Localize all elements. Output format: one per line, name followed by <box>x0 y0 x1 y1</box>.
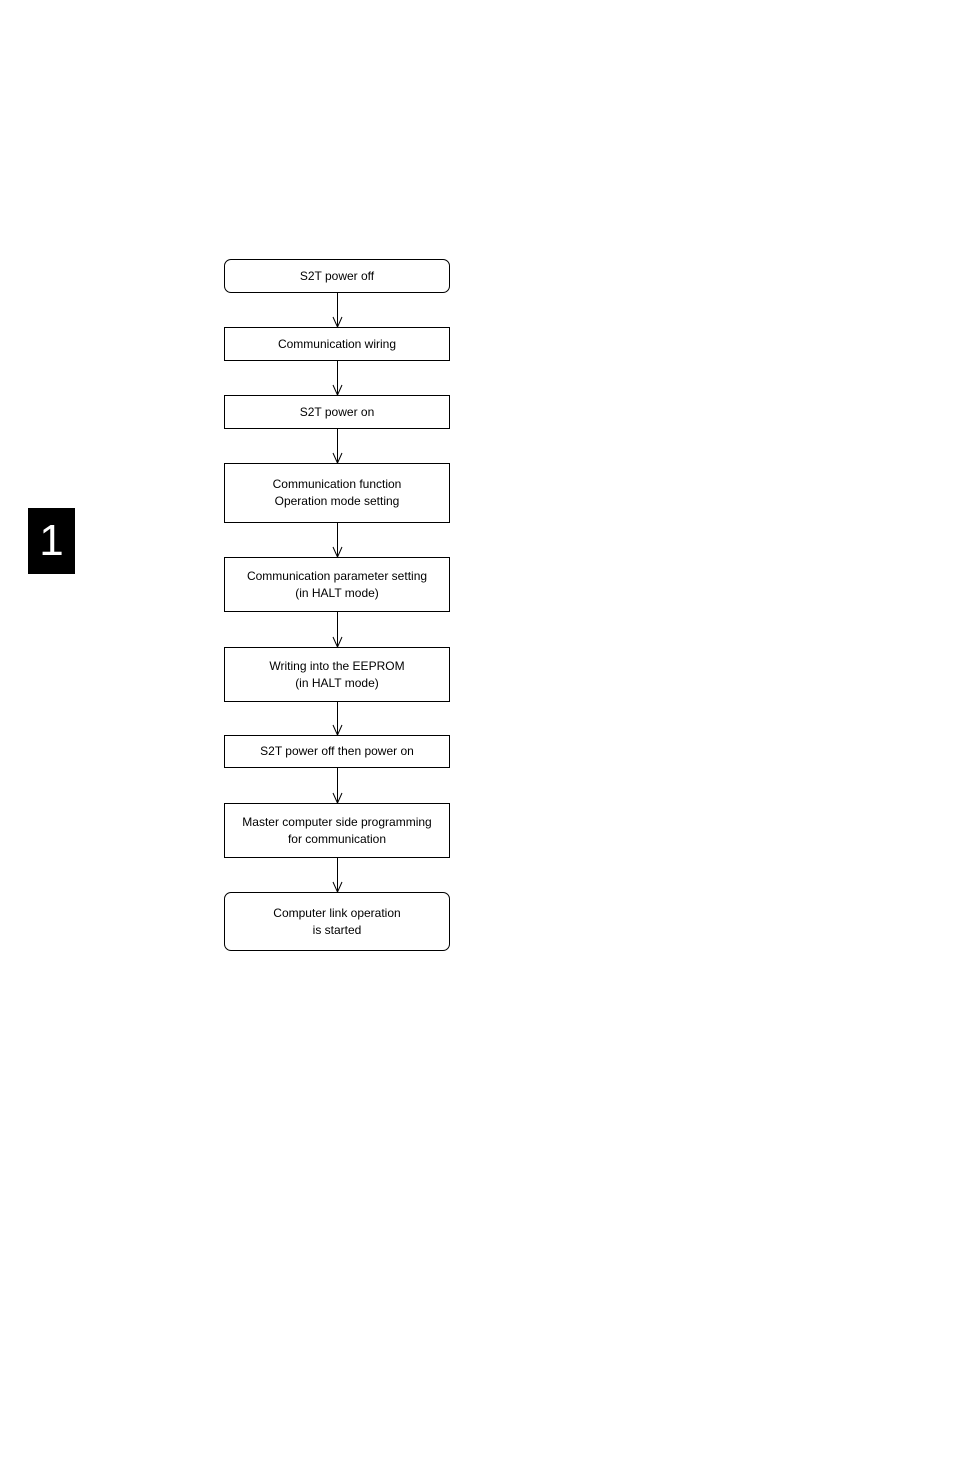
flow-step-1-text: S2T power off <box>300 268 374 285</box>
flow-step-4-text-line-1: Communication function <box>273 476 402 493</box>
flow-step-6: Writing into the EEPROM (in HALT mode) <box>224 647 450 702</box>
flow-step-5-text-line-2: (in HALT mode) <box>247 585 427 602</box>
flow-step-3: S2T power on <box>224 395 450 429</box>
flow-step-9-text-line-1: Computer link operation <box>273 905 400 922</box>
flow-step-5-text-line-1: Communication parameter setting <box>247 568 427 585</box>
flow-step-7-text: S2T power off then power on <box>260 743 414 760</box>
flow-step-4: Communication function Operation mode se… <box>224 463 450 523</box>
flow-step-5: Communication parameter setting (in HALT… <box>224 557 450 612</box>
flow-step-8: Master computer side programming for com… <box>224 803 450 858</box>
chapter-number: 1 <box>39 519 63 563</box>
flow-step-9: Computer link operation is started <box>224 892 450 951</box>
chapter-tab: 1 <box>28 508 75 574</box>
flow-step-7: S2T power off then power on <box>224 735 450 768</box>
flow-step-2-text: Communication wiring <box>278 336 396 353</box>
flow-step-6-text-line-2: (in HALT mode) <box>269 675 404 692</box>
flow-step-1: S2T power off <box>224 259 450 293</box>
flow-step-8-text-line-1: Master computer side programming <box>242 814 431 831</box>
flow-step-2: Communication wiring <box>224 327 450 361</box>
flow-step-4-text-line-2: Operation mode setting <box>273 493 402 510</box>
flow-step-3-text: S2T power on <box>300 404 375 421</box>
flowchart: S2T power off Communication wiring S2T p… <box>224 259 452 952</box>
flow-step-6-text-line-1: Writing into the EEPROM <box>269 658 404 675</box>
flow-step-9-text-line-2: is started <box>273 922 400 939</box>
flow-step-8-text-line-2: for communication <box>242 831 431 848</box>
